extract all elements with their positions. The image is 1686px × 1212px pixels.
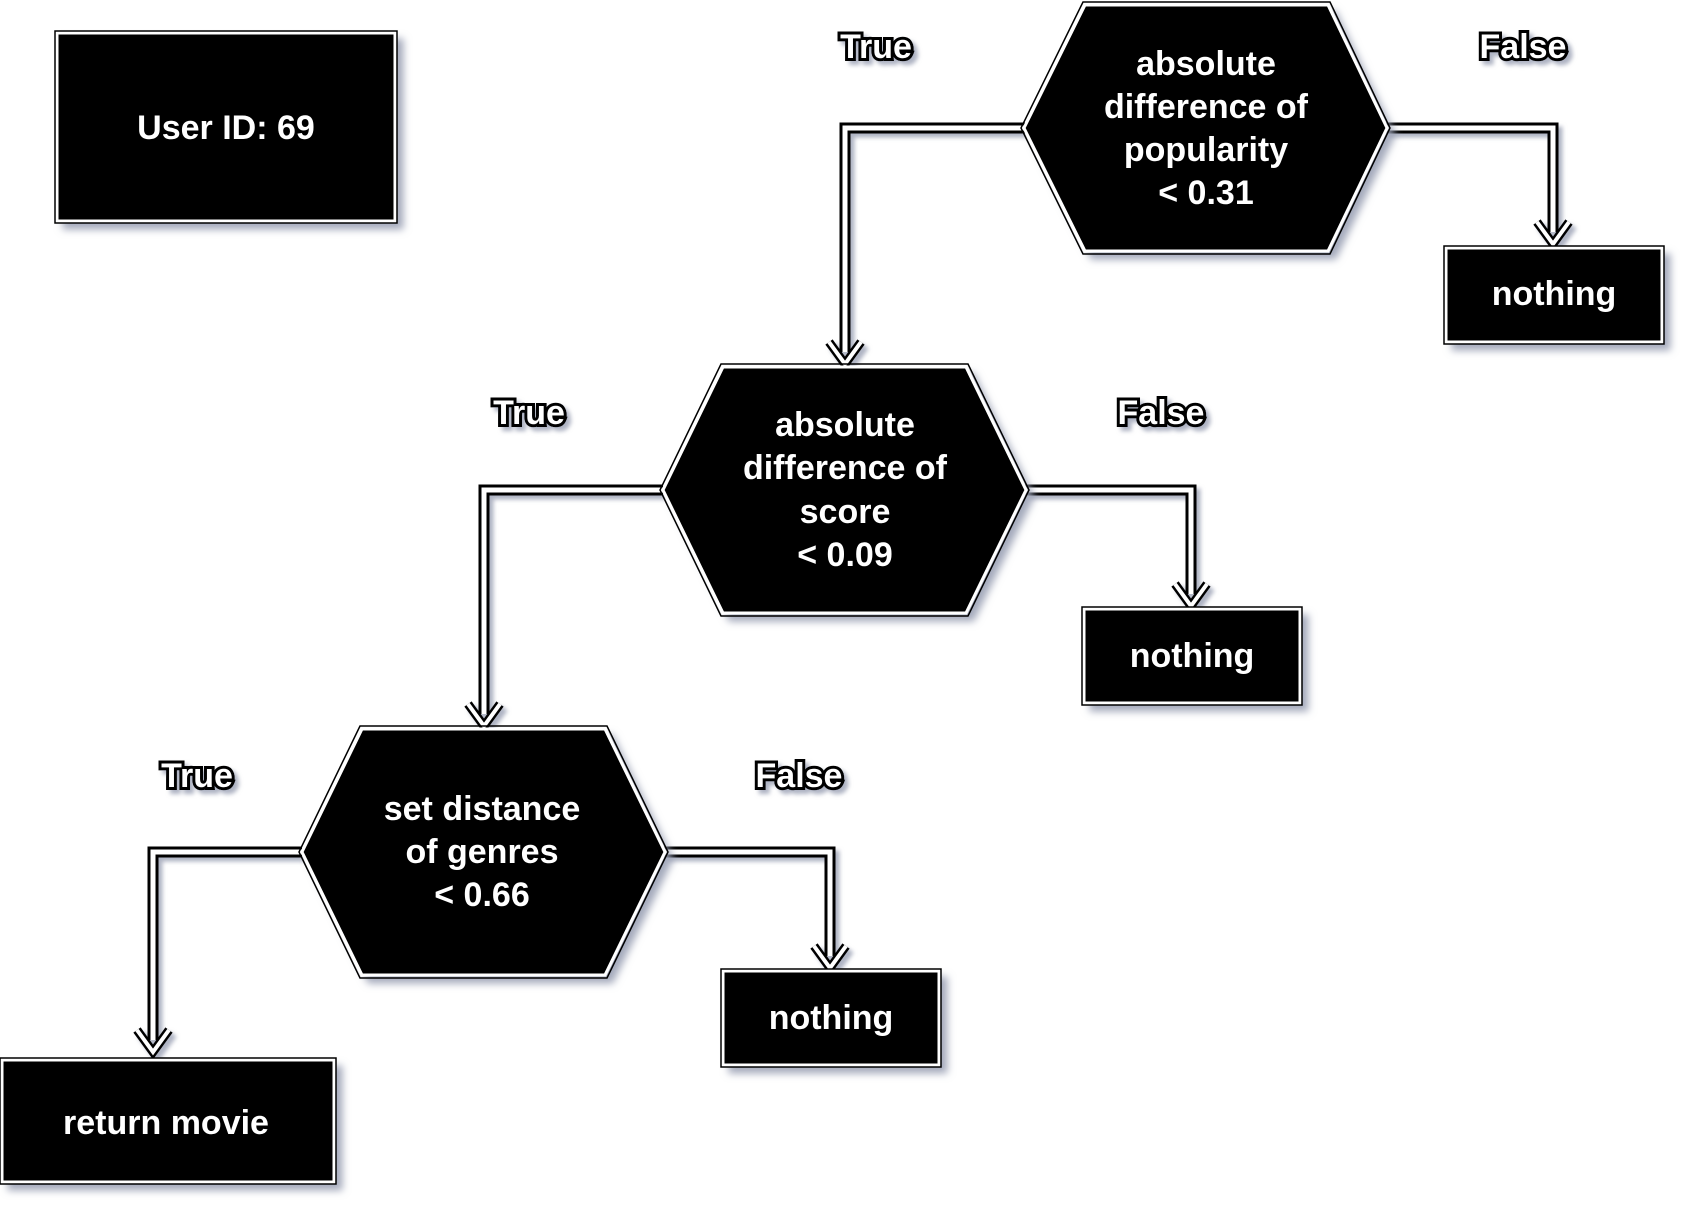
outcome-label: nothing bbox=[1492, 275, 1617, 313]
decision-line: popularity bbox=[1124, 131, 1288, 169]
decision-node-score: absolute difference of score < 0.09 bbox=[659, 363, 1030, 617]
decision-line: absolute bbox=[775, 406, 915, 444]
edge-label-true: True bbox=[493, 394, 565, 432]
edge-label-false: False bbox=[1118, 394, 1205, 432]
edge-score-false bbox=[1025, 484, 1211, 614]
decision-threshold: < 0.31 bbox=[1158, 174, 1253, 212]
outcome-return-movie: return movie bbox=[0, 1057, 337, 1185]
decision-threshold: < 0.66 bbox=[434, 876, 529, 914]
edge-labels: True False True False True False bbox=[158, 25, 1569, 798]
decision-line: absolute bbox=[1136, 45, 1276, 83]
outcome-nothing-1: nothing bbox=[1443, 245, 1665, 345]
outcome-label: return movie bbox=[63, 1104, 269, 1142]
edge-root-false bbox=[1385, 122, 1573, 252]
user-id-label: User ID: 69 bbox=[137, 109, 315, 147]
outcome-label: nothing bbox=[769, 999, 894, 1037]
edge-score-true bbox=[464, 484, 663, 734]
decision-line: of genres bbox=[405, 833, 558, 871]
outcome-nothing-2: nothing bbox=[1081, 606, 1303, 706]
decision-node-genres: set distance of genres < 0.66 bbox=[298, 725, 669, 979]
edge-root-true bbox=[825, 122, 1025, 372]
outcome-nothing-3: nothing bbox=[720, 968, 942, 1068]
decision-line: score bbox=[800, 493, 891, 531]
edge-genres-false bbox=[663, 846, 850, 976]
edge-label-false: False bbox=[756, 757, 843, 795]
edge-label-false: False bbox=[1480, 28, 1567, 66]
user-id-box: User ID: 69 bbox=[54, 30, 398, 224]
decision-node-popularity: absolute difference of popularity < 0.31 bbox=[1020, 1, 1391, 255]
decision-threshold: < 0.09 bbox=[797, 536, 892, 574]
connectors bbox=[133, 122, 1573, 1060]
decision-line: difference of bbox=[743, 449, 948, 487]
edge-genres-true bbox=[133, 846, 302, 1060]
edge-label-true: True bbox=[161, 757, 233, 795]
decision-line: difference of bbox=[1104, 88, 1309, 126]
edge-label-true: True bbox=[840, 28, 912, 66]
decision-line: set distance bbox=[384, 790, 581, 828]
outcome-label: nothing bbox=[1130, 637, 1255, 675]
